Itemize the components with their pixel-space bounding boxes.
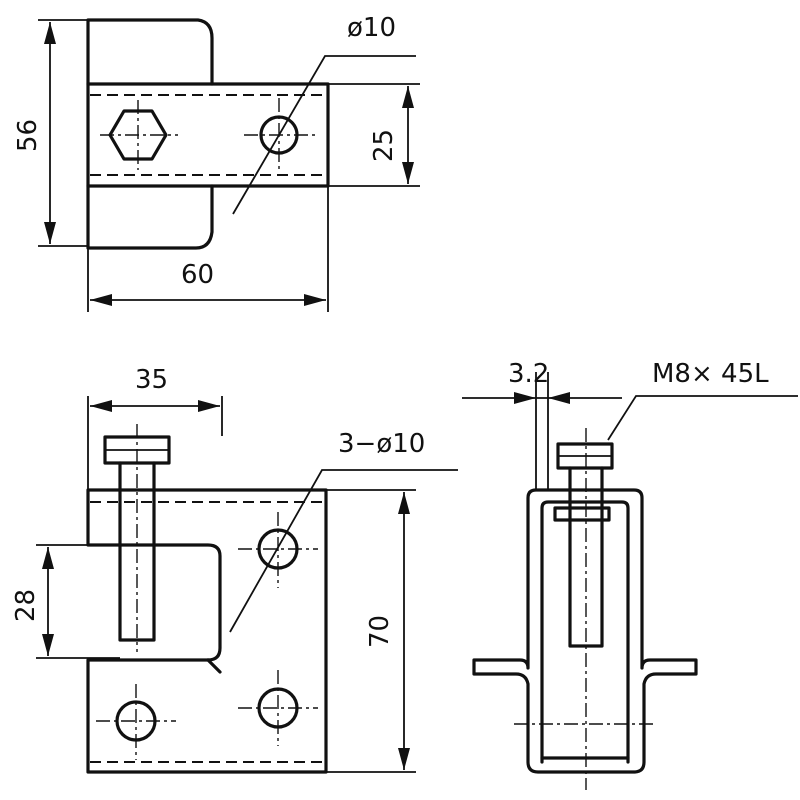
dim-25-arrow-top bbox=[402, 86, 414, 108]
side-channel-outer bbox=[472, 488, 698, 774]
front-view-hole-label: 3−ø10 bbox=[338, 429, 425, 459]
top-view-hole-label: ø10 bbox=[347, 13, 396, 43]
front-view: 3−ø10 35 28 70 bbox=[11, 365, 458, 774]
dim-25-label: 25 bbox=[369, 129, 399, 162]
side-bolt-label: M8× 45L bbox=[652, 359, 769, 389]
side-view: 3.2 M8× 45L bbox=[462, 359, 798, 790]
dim-70-arrow-top bbox=[398, 492, 410, 514]
dim-28-arrow-top bbox=[42, 547, 54, 569]
side-channel-inner bbox=[540, 500, 630, 764]
top-view-outline bbox=[86, 18, 330, 250]
dim-70-label: 70 bbox=[365, 615, 395, 648]
dim-56-arrow-bottom bbox=[44, 222, 56, 244]
dim-56-arrow-top bbox=[44, 22, 56, 44]
dim-60-arrow-right bbox=[304, 294, 326, 306]
dim-60-label: 60 bbox=[181, 260, 214, 290]
top-view: ø10 56 25 60 bbox=[13, 13, 420, 312]
top-view-hole-leader bbox=[232, 55, 416, 215]
dim-3-2-label: 3.2 bbox=[508, 359, 549, 389]
dim-3-2-arrow-left bbox=[514, 392, 536, 404]
dim-56-label: 56 bbox=[13, 119, 43, 152]
hex-nut bbox=[108, 109, 168, 161]
dim-28-arrow-bottom bbox=[42, 634, 54, 656]
dim-35-arrow-right bbox=[198, 400, 220, 412]
front-view-hole-leader bbox=[229, 469, 458, 633]
dim-28-label: 28 bbox=[11, 589, 41, 622]
dim-60-arrow-left bbox=[90, 294, 112, 306]
side-bolt-leader bbox=[607, 395, 798, 441]
bolt-shank bbox=[118, 461, 156, 642]
front-view-outline bbox=[86, 488, 328, 774]
dim-35-arrow-left bbox=[90, 400, 112, 412]
dim-35-label: 35 bbox=[135, 365, 168, 395]
dim-70-arrow-bottom bbox=[398, 748, 410, 770]
dim-25-arrow-bottom bbox=[402, 162, 414, 184]
front-view-lip bbox=[206, 658, 222, 674]
dim-3-2-arrow-right bbox=[548, 392, 570, 404]
side-bolt-cap bbox=[553, 506, 611, 522]
